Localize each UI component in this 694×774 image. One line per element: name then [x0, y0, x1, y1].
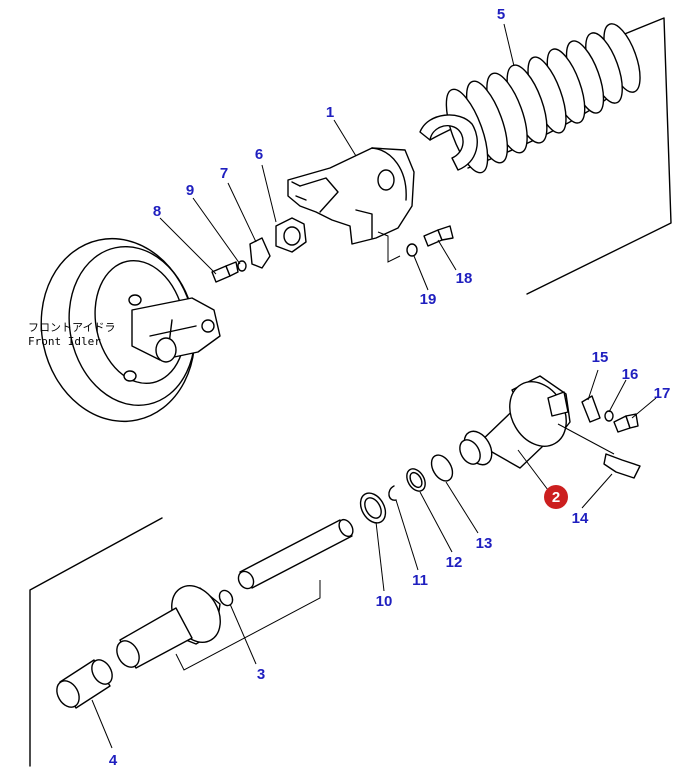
- ring-part-13: [430, 454, 454, 482]
- caption-en: Front Idler: [28, 335, 101, 348]
- bracket-line-3: [175, 580, 321, 671]
- caption-jp: フロントアイドラ: [28, 321, 115, 334]
- callout-18[interactable]: 18: [456, 270, 473, 287]
- rod-part-3: [116, 518, 354, 671]
- frame-lines: [29, 17, 672, 767]
- front-idler-wheel: [40, 237, 221, 423]
- callout-8[interactable]: 8: [153, 203, 161, 220]
- callout-12[interactable]: 12: [446, 554, 463, 571]
- cylinder-part-2: [459, 375, 571, 469]
- bracket-part-15: [581, 395, 601, 423]
- callout-13[interactable]: 13: [476, 535, 493, 552]
- bolt-part-8: [211, 261, 239, 283]
- yoke-part-1: [287, 147, 415, 263]
- washer-part-17: [604, 410, 614, 422]
- seal-part-10: [359, 492, 387, 524]
- callout-14[interactable]: 14: [572, 510, 589, 527]
- callout-17[interactable]: 17: [654, 385, 671, 402]
- front-idler-caption: フロントアイドラ Front Idler: [28, 321, 115, 348]
- nut-part-6: [275, 217, 307, 253]
- bolt-part-16: [613, 413, 639, 433]
- callout-2-badge[interactable]: 2: [544, 485, 568, 509]
- callout-15[interactable]: 15: [592, 349, 609, 366]
- plate-part-7: [249, 237, 271, 269]
- leader-lines: [91, 23, 657, 749]
- callout-6[interactable]: 6: [255, 146, 263, 163]
- callout-10[interactable]: 10: [376, 593, 393, 610]
- callout-2-circle: [544, 485, 568, 509]
- spring-part-5: [419, 23, 641, 174]
- callout-19[interactable]: 19: [420, 291, 437, 308]
- callout-7[interactable]: 7: [220, 165, 228, 182]
- callouts: 1 2 3 4 5 6 7 8 9 10 11 12 13 14 15 16 1…: [109, 6, 671, 769]
- callout-16[interactable]: 16: [622, 366, 639, 383]
- callout-11[interactable]: 11: [412, 572, 428, 589]
- callout-3[interactable]: 3: [257, 666, 265, 683]
- callout-5[interactable]: 5: [497, 6, 505, 23]
- bolt-part-18: [423, 225, 454, 247]
- callout-2[interactable]: 2: [552, 489, 560, 506]
- callout-4[interactable]: 4: [109, 752, 118, 769]
- bushing-part-4: [56, 659, 113, 709]
- leader-fitting: [557, 423, 615, 455]
- washer-part-19: [406, 243, 418, 257]
- callout-1[interactable]: 1: [326, 104, 334, 121]
- callout-9[interactable]: 9: [186, 182, 194, 199]
- grease-fitting-part-14: [603, 453, 641, 479]
- ring-part-12: [406, 468, 426, 492]
- snap-ring-part-11: [388, 485, 397, 501]
